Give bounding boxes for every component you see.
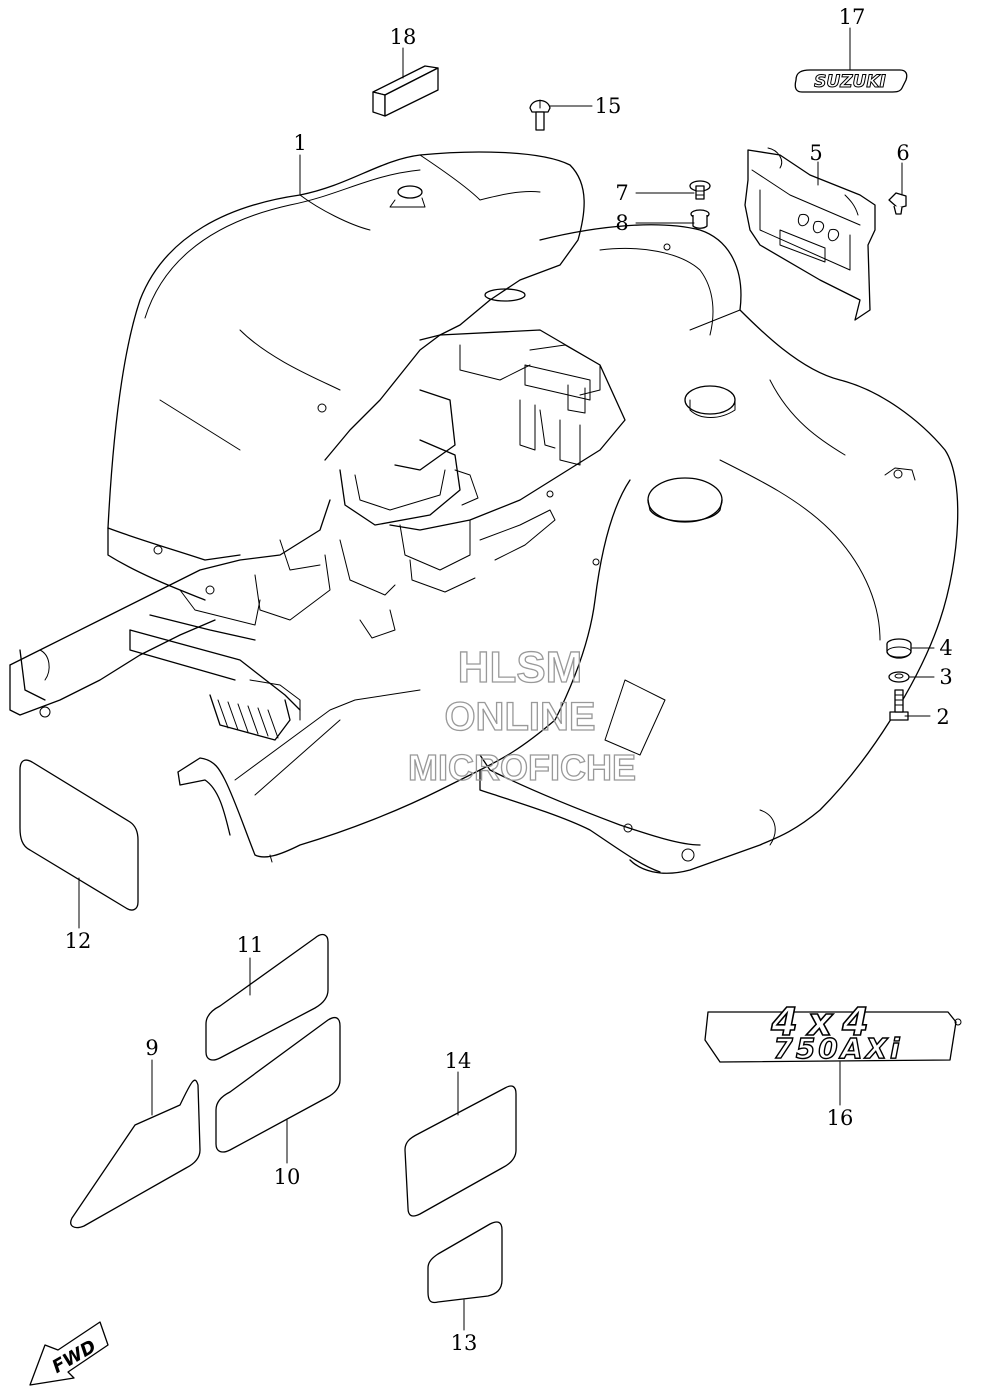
callout-9: 9 bbox=[145, 1036, 158, 1060]
label-part-10 bbox=[215, 1016, 341, 1153]
callout-12: 12 bbox=[65, 929, 92, 953]
label-part-13 bbox=[427, 1221, 503, 1304]
callout-numbers: 1 2 3 4 5 6 7 8 9 10 11 12 13 14 15 16 1… bbox=[65, 5, 953, 1355]
callout-4: 4 bbox=[939, 636, 952, 660]
watermark-line3: MICROFICHE bbox=[408, 747, 636, 788]
callout-8: 8 bbox=[615, 211, 628, 235]
callout-15: 15 bbox=[595, 94, 622, 118]
cushion-part-4 bbox=[886, 638, 912, 659]
callout-11: 11 bbox=[237, 933, 264, 957]
callout-10: 10 bbox=[274, 1165, 301, 1189]
suzuki-emblem-text: SUZUKI bbox=[814, 72, 886, 92]
callout-3: 3 bbox=[939, 665, 952, 689]
bracket-part-5 bbox=[744, 147, 876, 321]
pad-part-18 bbox=[372, 65, 439, 117]
suzuki-emblem-part-17: SUZUKI bbox=[794, 69, 908, 93]
fwd-arrow-icon: FWD bbox=[29, 1321, 109, 1386]
emblem-model-text: 750AXi bbox=[773, 1032, 902, 1065]
bolt-part-2 bbox=[889, 689, 909, 721]
callout-7: 7 bbox=[615, 181, 628, 205]
label-part-14 bbox=[404, 1085, 517, 1217]
callout-16: 16 bbox=[827, 1106, 854, 1130]
callout-1: 1 bbox=[293, 131, 306, 155]
screw-part-7 bbox=[689, 180, 711, 200]
watermark-line2: ONLINE bbox=[444, 695, 595, 739]
collar-part-8 bbox=[690, 209, 710, 229]
label-part-9 bbox=[70, 1079, 201, 1229]
callout-14: 14 bbox=[445, 1049, 472, 1073]
callout-13: 13 bbox=[451, 1331, 478, 1355]
washer-part-3 bbox=[888, 671, 910, 683]
watermark-line1: HLSM bbox=[458, 643, 583, 692]
callout-18: 18 bbox=[390, 25, 417, 49]
rear-fender-part-1 bbox=[9, 151, 959, 874]
callout-6: 6 bbox=[896, 141, 909, 165]
push-rivet-part-15 bbox=[529, 99, 551, 131]
callout-2: 2 bbox=[936, 705, 949, 729]
clip-part-6 bbox=[888, 192, 907, 215]
label-part-11 bbox=[205, 933, 329, 1061]
callout-17: 17 bbox=[839, 5, 866, 29]
label-part-12 bbox=[19, 759, 139, 911]
model-emblem-part-16: 4x4 750AXi bbox=[704, 999, 962, 1066]
leader-lines bbox=[78, 27, 935, 1331]
watermark: HLSM ONLINE MICROFICHE bbox=[407, 642, 636, 788]
callout-5: 5 bbox=[809, 141, 822, 165]
emblem-4x4-text: 4x4 bbox=[770, 1000, 878, 1044]
